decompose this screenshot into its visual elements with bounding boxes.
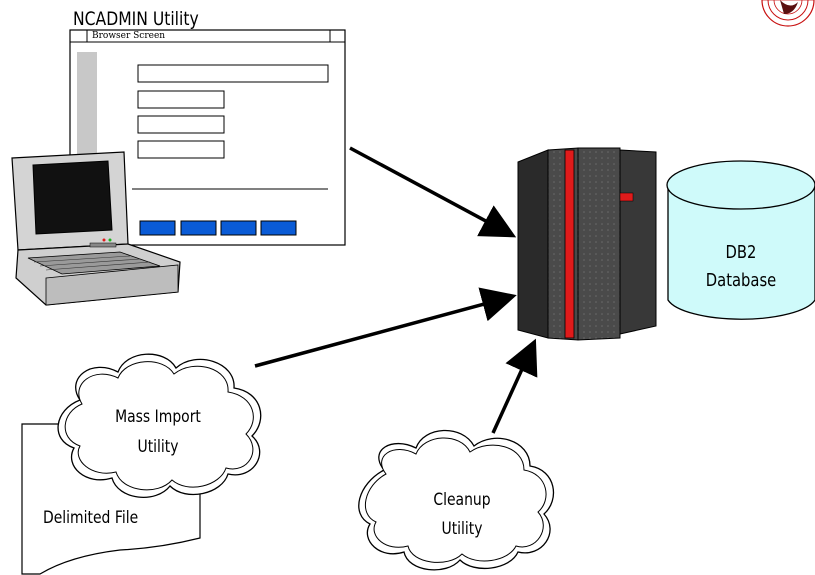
database-label-line2: Database [705, 270, 777, 291]
cleanup-cloud-icon [358, 429, 554, 571]
diagram-title: NCADMIN Utility [73, 8, 199, 30]
arrow-cleanup-to-server [491, 338, 538, 434]
browser-button-1[interactable] [139, 220, 176, 236]
laptop-icon [11, 151, 181, 306]
server-icon [517, 147, 657, 341]
browser-button-3[interactable] [220, 220, 257, 236]
mass-import-label-line2: Utility [137, 437, 179, 457]
browser-button-4[interactable] [260, 220, 297, 236]
cleanup-label-line1: Cleanup [433, 490, 491, 510]
arrow-import-to-server [254, 287, 517, 368]
arrow-browser-to-server [349, 146, 517, 238]
database-icon [666, 160, 815, 320]
mass-import-label-line1: Mass Import [115, 407, 201, 427]
cleanup-label-line2: Utility [441, 519, 483, 539]
browser-input-1[interactable] [137, 90, 225, 109]
browser-input-3[interactable] [137, 140, 225, 159]
browser-button-2[interactable] [180, 220, 217, 236]
logo-icon [761, 0, 815, 27]
browser-window-title: Browser Screen [92, 31, 166, 41]
delimited-file-label: Delimited File [43, 508, 139, 528]
mass-import-cloud-icon [57, 353, 262, 498]
browser-input-wide[interactable] [137, 64, 329, 83]
browser-input-2[interactable] [137, 115, 225, 134]
database-label-line1: DB2 [725, 242, 757, 263]
